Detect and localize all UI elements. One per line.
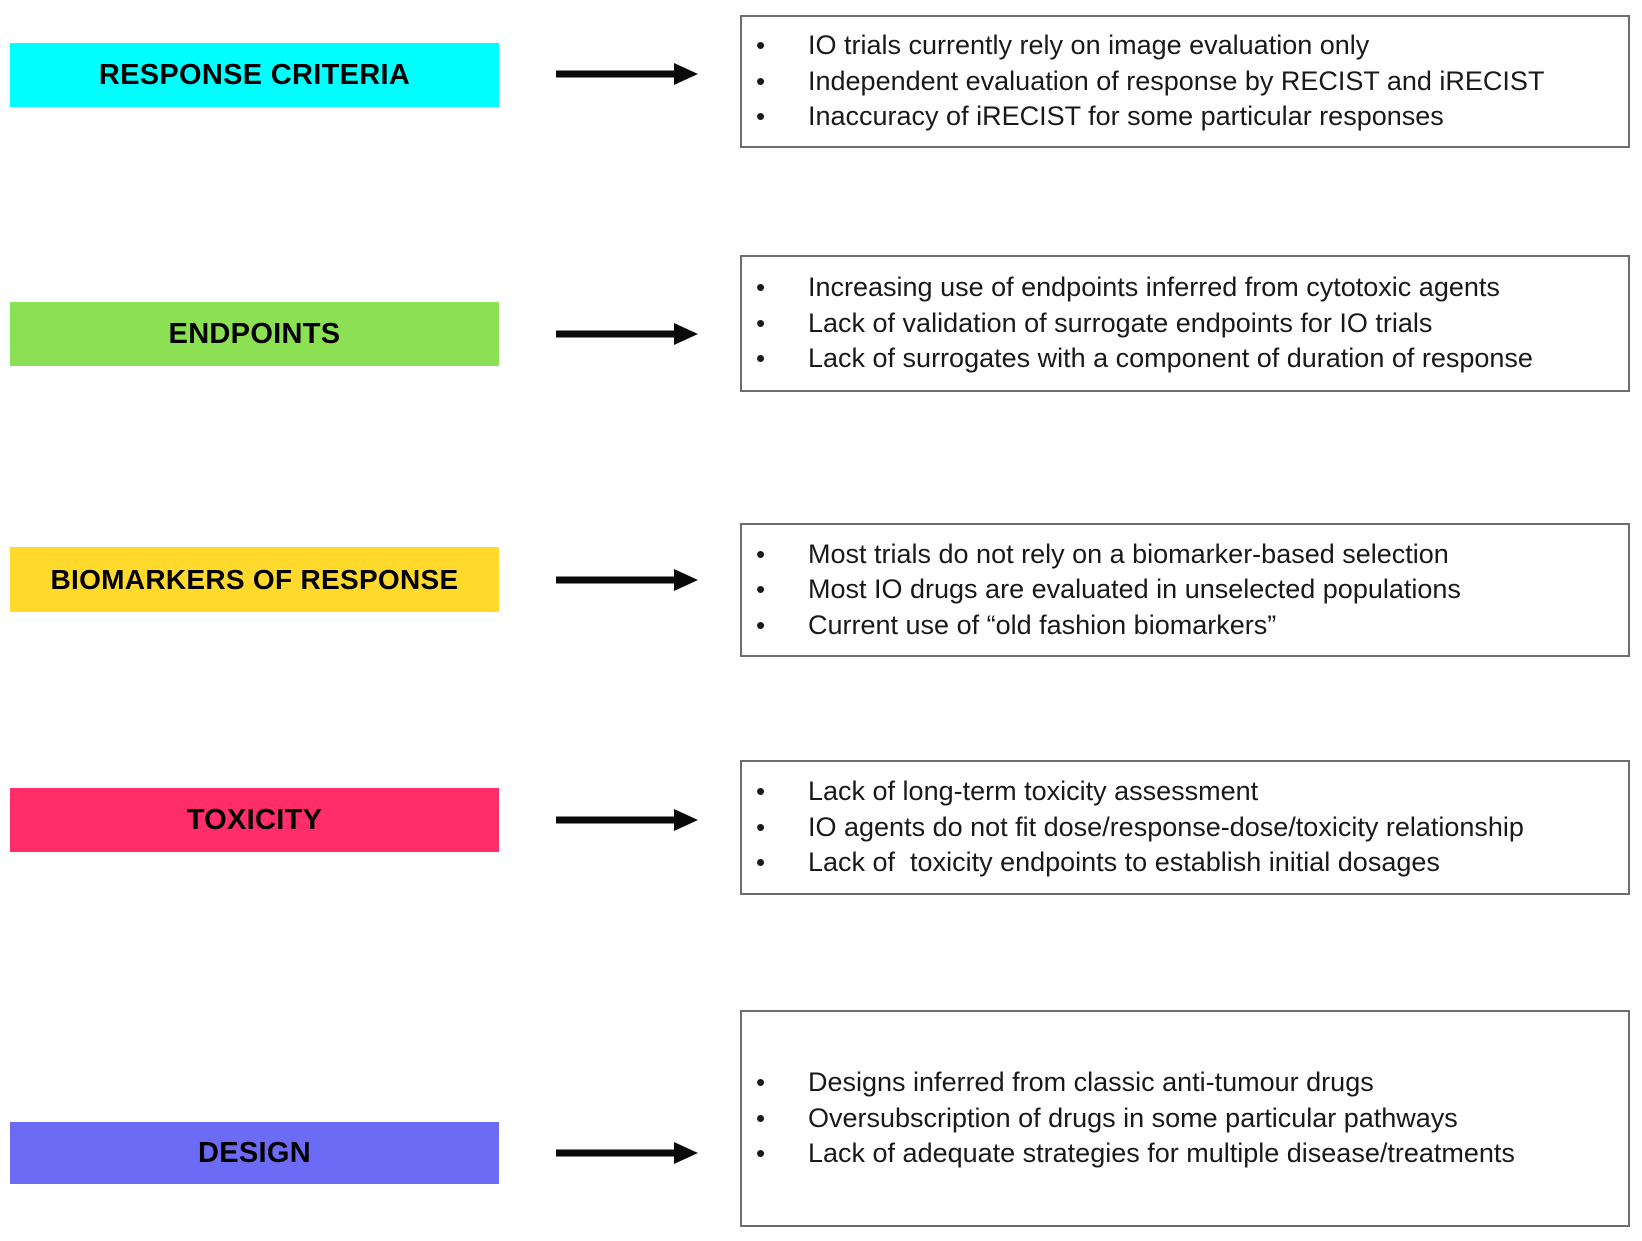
bullet-text: IO agents do not fit dose/response-dose/… [808, 811, 1524, 842]
bullet-icon: • [756, 1138, 766, 1169]
category-bar-response-criteria[interactable]: RESPONSE CRITERIA [10, 43, 499, 107]
category-label-toxicity: TOXICITY [186, 803, 323, 836]
bullet-text: Current use of “old fashion biomarkers” [808, 609, 1277, 640]
bullet-text: Most trials do not rely on a biomarker-b… [808, 538, 1449, 569]
bullet-icon: • [756, 1067, 766, 1098]
bullet-icon: • [756, 609, 766, 640]
list-item: • Lack of surrogates with a component of… [742, 341, 1628, 377]
bullet-text: Lack of toxicity endpoints to establish … [808, 847, 1440, 878]
category-label-biomarkers-of-response: BIOMARKERS OF RESPONSE [50, 563, 459, 595]
list-item: • Designs inferred from classic anti-tum… [742, 1065, 1628, 1101]
bullet-icon: • [756, 65, 766, 96]
bullet-box-toxicity: • Lack of long-term toxicity assessment … [740, 760, 1630, 895]
category-label-response-criteria: RESPONSE CRITERIA [98, 58, 411, 91]
bullet-box-biomarkers-of-response: • Most trials do not rely on a biomarker… [740, 523, 1630, 657]
right-arrow-icon [556, 321, 698, 347]
list-item: • Most trials do not rely on a biomarker… [742, 537, 1628, 573]
list-item: • Increasing use of endpoints inferred f… [742, 270, 1628, 306]
right-arrow-icon [556, 807, 698, 833]
bullet-text: IO trials currently rely on image evalua… [808, 30, 1370, 61]
category-label-endpoints: ENDPOINTS [168, 317, 341, 350]
bullet-icon: • [756, 272, 766, 303]
category-bar-toxicity[interactable]: TOXICITY [10, 788, 499, 852]
category-bar-design[interactable]: DESIGN [10, 1122, 499, 1184]
bullet-text: Increasing use of endpoints inferred fro… [808, 272, 1500, 303]
bullet-text: Oversubscription of drugs in some partic… [808, 1102, 1458, 1133]
bullet-text: Lack of surrogates with a component of d… [808, 343, 1533, 374]
list-item: • Most IO drugs are evaluated in unselec… [742, 572, 1628, 608]
bullet-text: Lack of long-term toxicity assessment [808, 776, 1259, 807]
bullet-icon: • [756, 538, 766, 569]
bullet-icon: • [756, 343, 766, 374]
bullet-icon: • [756, 811, 766, 842]
bullet-icon: • [756, 776, 766, 807]
bullet-icon: • [756, 1102, 766, 1133]
list-item: • IO trials currently rely on image eval… [742, 28, 1628, 64]
list-item: • Inaccuracy of iRECIST for some particu… [742, 99, 1628, 135]
category-bar-biomarkers-of-response[interactable]: BIOMARKERS OF RESPONSE [10, 547, 499, 612]
bullet-icon: • [756, 574, 766, 605]
right-arrow-icon [556, 567, 698, 593]
category-bar-endpoints[interactable]: ENDPOINTS [10, 302, 499, 366]
bullet-box-endpoints: • Increasing use of endpoints inferred f… [740, 255, 1630, 392]
bullet-text: Lack of adequate strategies for multiple… [808, 1138, 1515, 1169]
bullet-box-response-criteria: • IO trials currently rely on image eval… [740, 15, 1630, 148]
list-item: • Independent evaluation of response by … [742, 64, 1628, 100]
list-item: • Oversubscription of drugs in some part… [742, 1101, 1628, 1137]
bullet-text: Designs inferred from classic anti-tumou… [808, 1067, 1374, 1098]
right-arrow-icon [556, 61, 698, 87]
list-item: • Lack of validation of surrogate endpoi… [742, 306, 1628, 342]
bullet-text: Lack of validation of surrogate endpoint… [808, 307, 1433, 338]
bullet-icon: • [756, 307, 766, 338]
bullet-text: Independent evaluation of response by RE… [808, 65, 1545, 96]
right-arrow-icon [556, 1140, 698, 1166]
bullet-box-design: • Designs inferred from classic anti-tum… [740, 1010, 1630, 1227]
list-item: • IO agents do not fit dose/response-dos… [742, 810, 1628, 846]
list-item: • Lack of long-term toxicity assessment [742, 774, 1628, 810]
bullet-text: Most IO drugs are evaluated in unselecte… [808, 574, 1461, 605]
bullet-icon: • [756, 101, 766, 132]
list-item: • Current use of “old fashion biomarkers… [742, 608, 1628, 644]
category-label-design: DESIGN [198, 1136, 311, 1169]
list-item: • Lack of toxicity endpoints to establis… [742, 845, 1628, 881]
list-item: • Lack of adequate strategies for multip… [742, 1136, 1628, 1172]
bullet-text: Inaccuracy of iRECIST for some particula… [808, 101, 1444, 132]
bullet-icon: • [756, 847, 766, 878]
bullet-icon: • [756, 30, 766, 61]
